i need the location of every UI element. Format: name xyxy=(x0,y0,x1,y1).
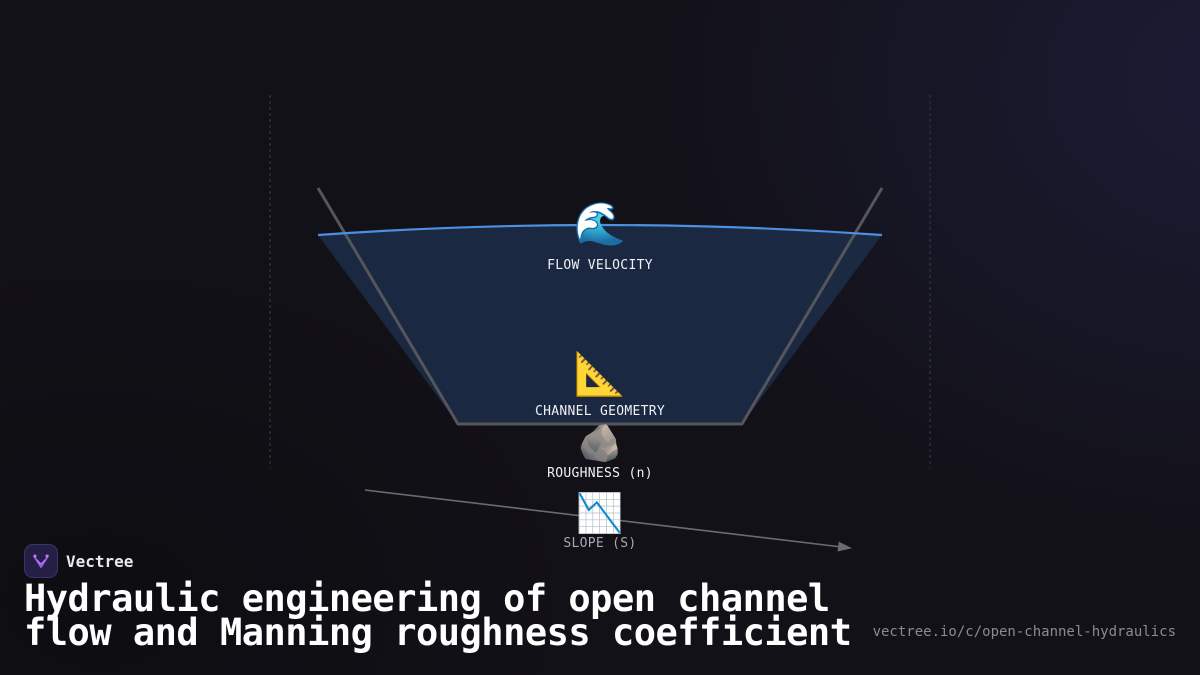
vectree-logo-icon xyxy=(24,544,58,578)
water-surface-line xyxy=(317,223,883,237)
rock-icon: 🪨 xyxy=(578,423,623,464)
brand: Vectree xyxy=(24,544,133,578)
channel-geometry-label: CHANNEL GEOMETRY xyxy=(535,404,665,419)
slope-arrow xyxy=(364,489,852,552)
water-body xyxy=(318,225,882,424)
flow-velocity-label: FLOW VELOCITY xyxy=(547,258,653,273)
roughness-label: ROUGHNESS (n) xyxy=(547,466,653,481)
node-slope: 📉 SLOPE (S) xyxy=(563,491,636,551)
triangular-ruler-icon: 📐 xyxy=(574,349,626,398)
node-flow-velocity: 🌊 FLOW VELOCITY xyxy=(547,199,653,273)
brand-name: Vectree xyxy=(66,551,134,571)
page-title: Hydraulic engineering of open channel fl… xyxy=(24,577,852,654)
water-wave-icon: 🌊 xyxy=(574,199,626,248)
node-roughness: 🪨 ROUGHNESS (n) xyxy=(547,423,653,481)
node-channel-geometry: 📐 CHANNEL GEOMETRY xyxy=(535,349,665,419)
source-url: vectree.io/c/open-channel-hydraulics xyxy=(872,624,1176,640)
slope-label: SLOPE (S) xyxy=(563,536,636,551)
chart-decreasing-icon: 📉 xyxy=(576,491,623,535)
channel-cross-section xyxy=(316,187,884,426)
